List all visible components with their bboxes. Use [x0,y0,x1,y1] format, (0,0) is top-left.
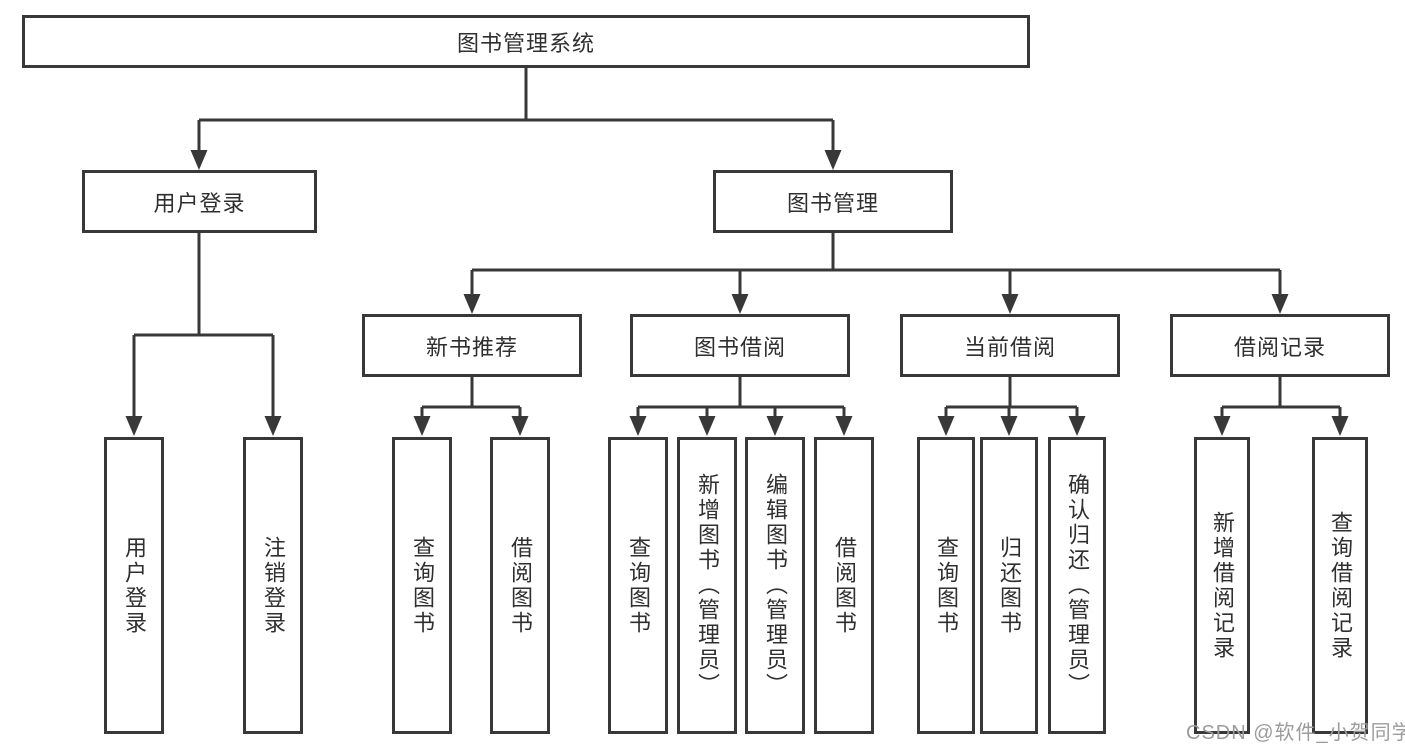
leaf-confirm-return-admin: 确认归还（管理员） [1048,437,1106,734]
leaf-confirm-return-admin-label: 确认归还（管理员） [1065,473,1090,698]
leaf-borrow-books-recommend-label: 借阅图书 [508,535,533,636]
leaf-add-book-admin: 新增图书（管理员） [677,437,737,734]
leaf-user-login: 用户登录 [104,437,164,734]
leaf-query-books-borrow-label: 查询图书 [626,535,651,636]
node-root: 图书管理系统 [22,15,1030,68]
leaf-user-login-label: 用户登录 [122,535,147,636]
leaf-query-books-current: 查询图书 [917,437,975,734]
watermark: CSDN @软件_小贺同学 [1186,722,1405,744]
leaf-add-borrow-record-label: 新增借阅记录 [1210,510,1235,661]
node-root-label: 图书管理系统 [456,30,595,56]
node-current-borrow-label: 当前借阅 [963,334,1056,360]
leaf-query-borrow-record-label: 查询借阅记录 [1328,510,1353,661]
leaf-return-book-label: 归还图书 [997,535,1022,636]
leaf-return-book: 归还图书 [980,437,1038,734]
leaf-borrow-books-label: 借阅图书 [832,535,857,636]
node-book-borrow-label: 图书借阅 [693,334,786,360]
leaf-query-books-recommend: 查询图书 [392,437,452,734]
leaf-query-books-recommend-label: 查询图书 [410,535,435,636]
leaf-query-books-borrow: 查询图书 [608,437,668,734]
node-book-management: 图书管理 [713,170,953,233]
node-borrow-records: 借阅记录 [1170,314,1390,377]
node-new-book-recommend: 新书推荐 [362,314,582,377]
leaf-add-borrow-record: 新增借阅记录 [1194,437,1250,734]
leaf-query-borrow-record: 查询借阅记录 [1312,437,1368,734]
leaf-edit-book-admin-label: 编辑图书（管理员） [763,473,788,698]
node-user-login-label: 用户登录 [153,190,246,216]
leaf-add-book-admin-label: 新增图书（管理员） [695,473,720,698]
node-book-borrow: 图书借阅 [630,314,850,377]
node-new-book-recommend-label: 新书推荐 [425,334,518,360]
leaf-logout: 注销登录 [243,437,303,734]
leaf-borrow-books-recommend: 借阅图书 [490,437,550,734]
node-book-management-label: 图书管理 [786,190,879,216]
node-current-borrow: 当前借阅 [900,314,1120,377]
leaf-edit-book-admin: 编辑图书（管理员） [745,437,805,734]
node-user-login: 用户登录 [82,170,317,233]
node-borrow-records-label: 借阅记录 [1233,334,1326,360]
leaf-query-books-current-label: 查询图书 [934,535,959,636]
arrowhead-icons [125,150,1349,436]
leaf-borrow-books: 借阅图书 [814,437,874,734]
leaf-logout-label: 注销登录 [261,535,286,636]
